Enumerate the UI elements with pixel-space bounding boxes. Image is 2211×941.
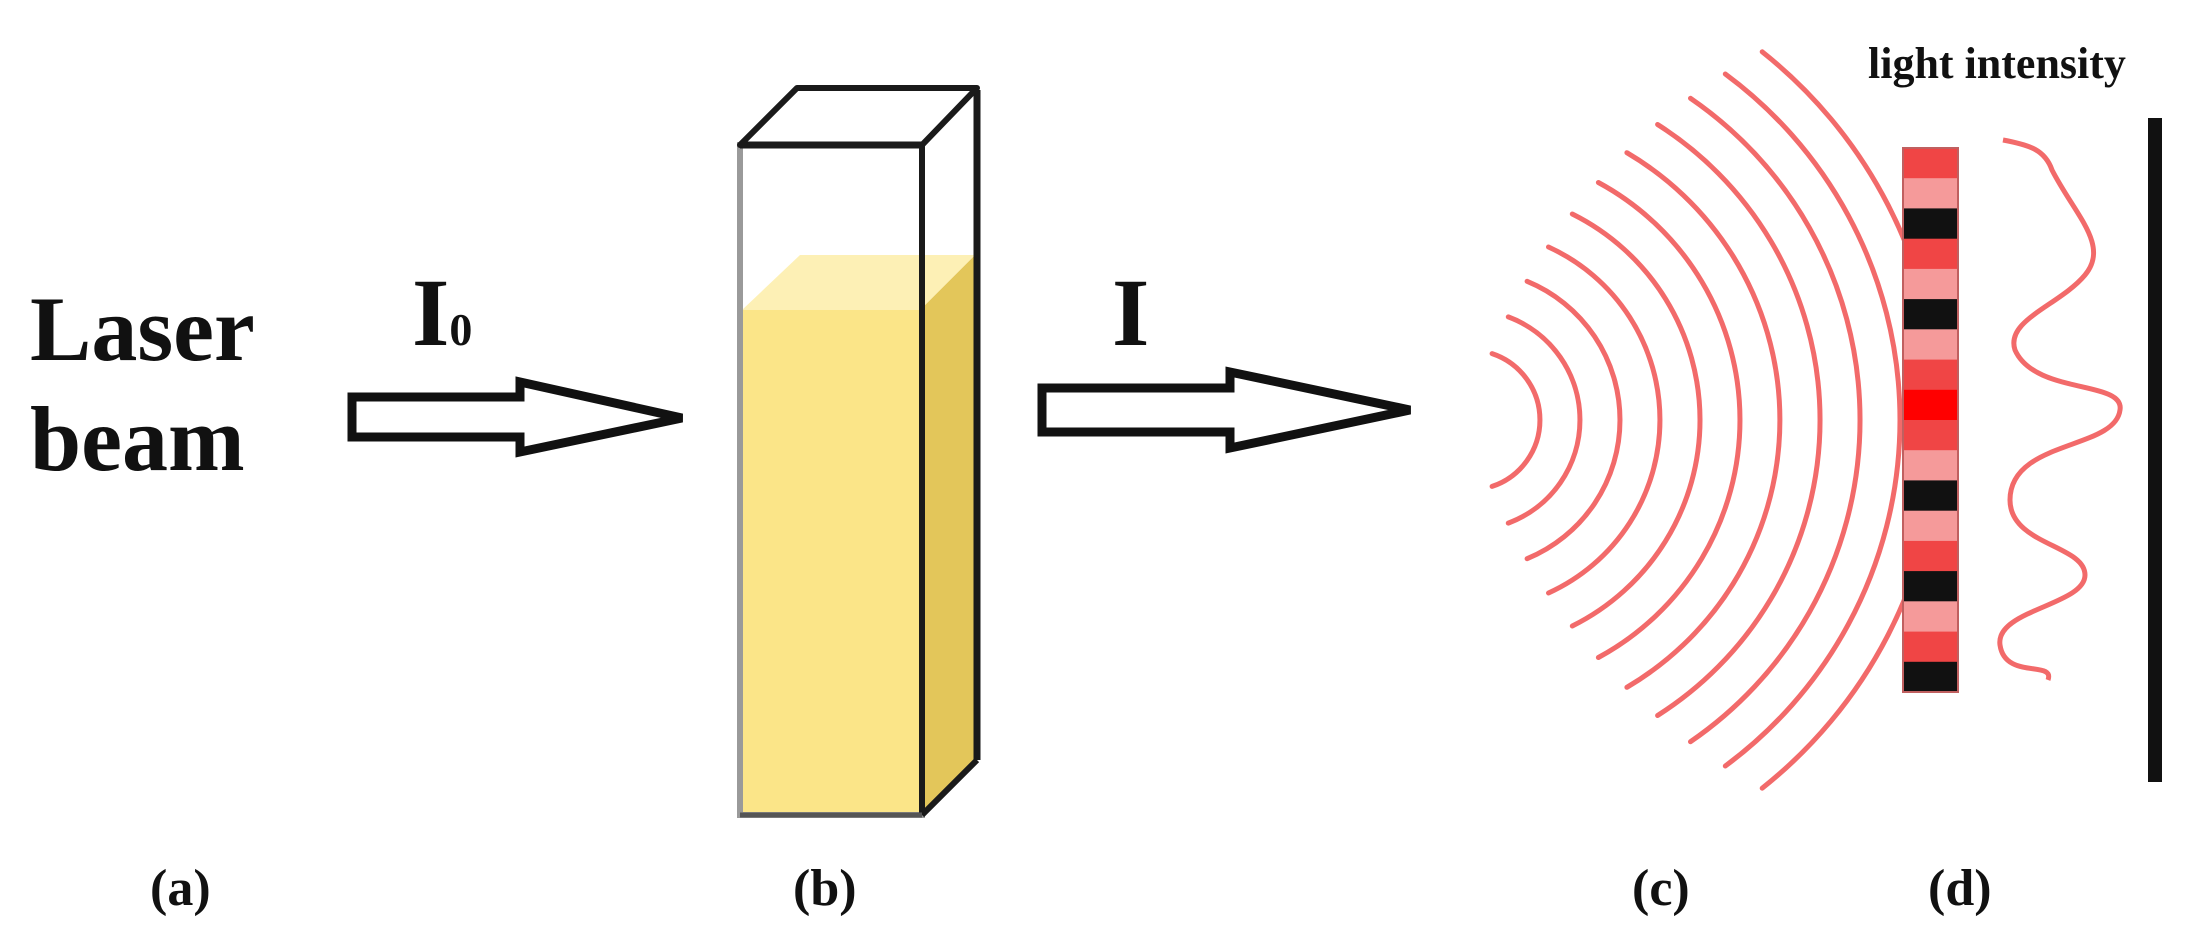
fringe-band	[1903, 329, 1958, 361]
fringe-band	[1903, 208, 1958, 240]
fringe-band	[1903, 148, 1958, 179]
wavefront-arc	[1505, 314, 1583, 526]
fringe-band	[1903, 571, 1958, 602]
interference-fringes	[1902, 147, 1959, 693]
panel-label-c: (c)	[1632, 860, 1690, 917]
fringe-strip-border	[1902, 147, 1959, 693]
panel-label-b: (b)	[793, 860, 857, 917]
wavefront-arc	[1546, 244, 1663, 596]
fringe-band	[1903, 480, 1958, 512]
fringe-band	[1903, 540, 1958, 572]
wavefront-arc	[1595, 180, 1743, 660]
fringe-band	[1903, 299, 1958, 330]
liquid-surface	[742, 255, 975, 310]
panel-label-d: (d)	[1928, 860, 1992, 917]
fringe-band	[1903, 359, 1958, 391]
wavefront-arc	[1624, 150, 1783, 690]
wavefront-arc	[1722, 71, 1903, 769]
incident-beam: I0	[347, 259, 683, 458]
transmitted-beam: I	[1037, 259, 1411, 454]
wavefront-arc	[1569, 211, 1703, 629]
fringe-band	[1903, 389, 1958, 421]
cuvette-top-rim	[737, 85, 980, 148]
liquid-side	[920, 255, 975, 815]
transmitted-arrow	[1037, 366, 1411, 454]
fringe-band	[1903, 661, 1958, 693]
wavefront-arc	[1688, 95, 1863, 745]
laser-label-line2: beam	[30, 388, 245, 490]
wavefront-arc	[1655, 122, 1823, 718]
scattered-wavefronts	[1489, 49, 1943, 791]
panel-label-a: (a)	[150, 860, 211, 917]
incident-intensity-subscript: 0	[449, 304, 472, 355]
intensity-curve	[1997, 137, 2123, 681]
fringe-band	[1903, 420, 1958, 451]
liquid-front	[742, 310, 920, 815]
wavefront-arc	[1489, 351, 1543, 489]
wavefront-arc	[1524, 278, 1623, 562]
incident-intensity-main: I	[412, 259, 449, 366]
detector-screen	[2148, 118, 2162, 782]
fringe-band	[1903, 238, 1958, 270]
cuvette	[737, 85, 981, 818]
fringe-band	[1903, 631, 1958, 663]
fringe-band	[1903, 178, 1958, 209]
intensity-panel: light intensity	[1868, 39, 2162, 782]
fringe-band	[1903, 268, 1958, 300]
panel-labels: (a) (b) (c) (d)	[150, 860, 1992, 917]
fringe-band	[1903, 601, 1958, 633]
laser-label-line1: Laser	[30, 278, 255, 380]
fringe-band	[1903, 450, 1958, 481]
incident-arrow	[347, 376, 683, 458]
transmitted-intensity-label: I	[1112, 259, 1149, 366]
cuvette-bottom-side-edge	[919, 757, 980, 818]
incident-intensity-label: I0	[412, 259, 472, 366]
fringe-band	[1903, 510, 1958, 542]
light-intensity-title: light intensity	[1868, 39, 2126, 88]
laser-source: Laser beam	[30, 278, 255, 490]
